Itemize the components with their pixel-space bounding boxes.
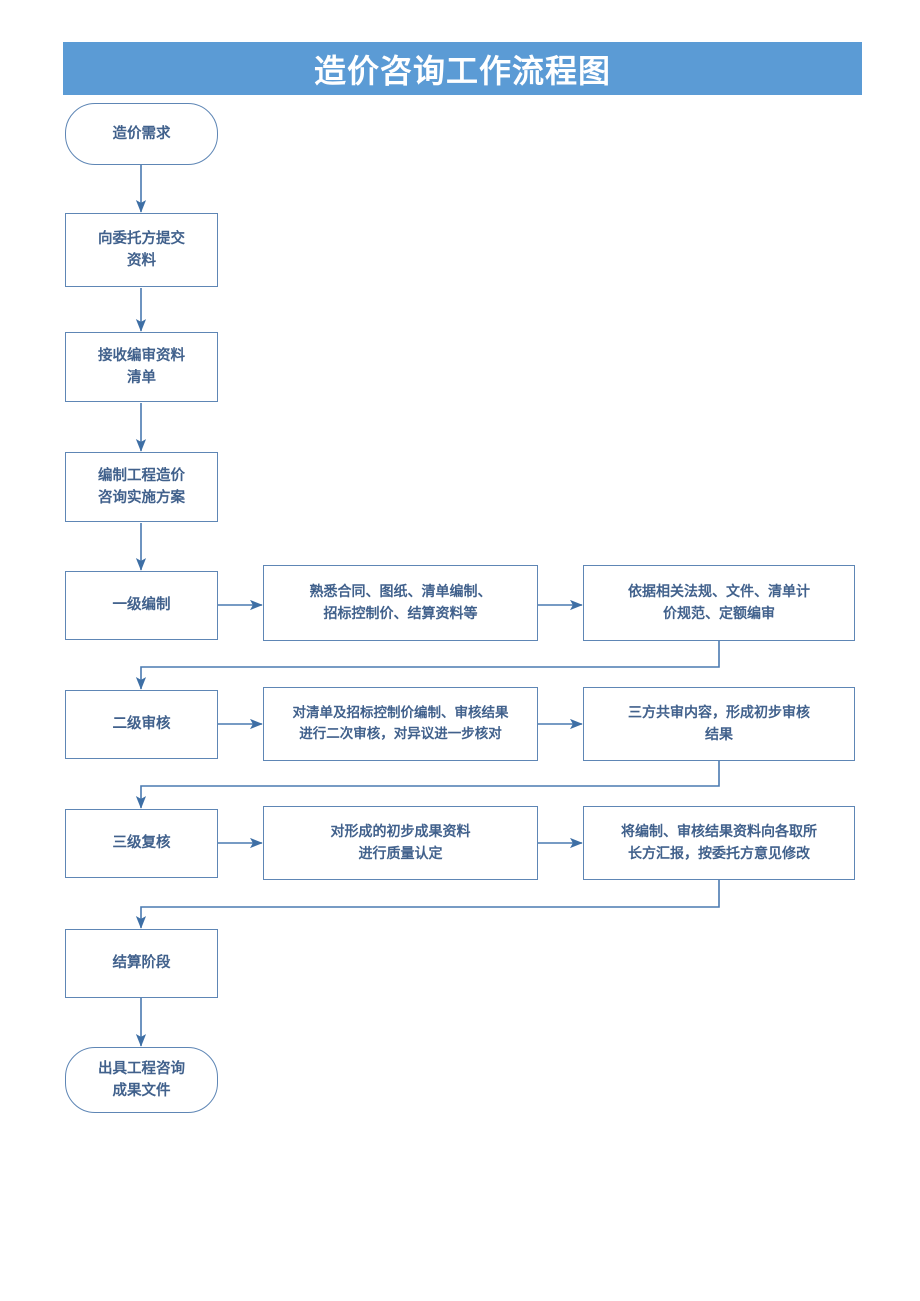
node-make-plan[interactable]: 编制工程造价 咨询实施方案	[65, 452, 218, 522]
node-end-label: 出具工程咨询 成果文件	[98, 1060, 185, 1099]
link-row3-to-settlement	[135, 879, 720, 929]
node-stage1-detail1-label: 熟悉合同、图纸、清单编制、 招标控制价、结算资料等	[309, 583, 492, 621]
node-stage1[interactable]: 一级编制	[65, 571, 218, 640]
page-title: 造价咨询工作流程图	[63, 42, 862, 95]
link-row1-to-stage2	[135, 641, 720, 690]
node-stage3-detail2[interactable]: 将编制、审核结果资料向各取所 长方汇报，按委托方意见修改	[583, 806, 855, 880]
node-settlement-label: 结算阶段	[112, 955, 171, 972]
node-stage1-label: 一级编制	[112, 597, 171, 614]
node-end[interactable]: 出具工程咨询 成果文件	[65, 1047, 218, 1113]
node-receive-list[interactable]: 接收编审资料 清单	[65, 332, 218, 402]
node-submit-materials-label: 向委托方提交 资料	[98, 230, 185, 269]
node-submit-materials[interactable]: 向委托方提交 资料	[65, 213, 218, 287]
node-stage1-detail2[interactable]: 依据相关法规、文件、清单计 价规范、定额编审	[583, 565, 855, 641]
node-stage3-detail1-label: 对形成的初步成果资料 进行质量认定	[330, 823, 471, 861]
node-stage1-detail2-label: 依据相关法规、文件、清单计 价规范、定额编审	[628, 583, 810, 621]
node-start-label: 造价需求	[112, 125, 171, 142]
node-stage2-detail2-label: 三方共审内容，形成初步审核 结果	[628, 704, 810, 742]
node-start[interactable]: 造价需求	[65, 103, 218, 165]
node-receive-list-label: 接收编审资料 清单	[98, 347, 185, 386]
node-make-plan-label: 编制工程造价 咨询实施方案	[98, 467, 185, 506]
node-stage2-label: 二级审核	[112, 716, 171, 733]
node-stage2-detail2[interactable]: 三方共审内容，形成初步审核 结果	[583, 687, 855, 761]
node-stage3-detail1[interactable]: 对形成的初步成果资料 进行质量认定	[263, 806, 538, 880]
node-stage1-detail1[interactable]: 熟悉合同、图纸、清单编制、 招标控制价、结算资料等	[263, 565, 538, 641]
node-stage3[interactable]: 三级复核	[65, 809, 218, 878]
node-stage2[interactable]: 二级审核	[65, 690, 218, 759]
link-row2-to-stage3	[135, 760, 720, 809]
node-stage2-detail1[interactable]: 对清单及招标控制价编制、审核结果 进行二次审核，对异议进一步核对	[263, 687, 538, 761]
node-stage3-label: 三级复核	[112, 835, 171, 852]
node-stage3-detail2-label: 将编制、审核结果资料向各取所 长方汇报，按委托方意见修改	[621, 823, 817, 861]
node-stage2-detail1-label: 对清单及招标控制价编制、审核结果 进行二次审核，对异议进一步核对	[292, 705, 509, 741]
node-settlement[interactable]: 结算阶段	[65, 929, 218, 998]
